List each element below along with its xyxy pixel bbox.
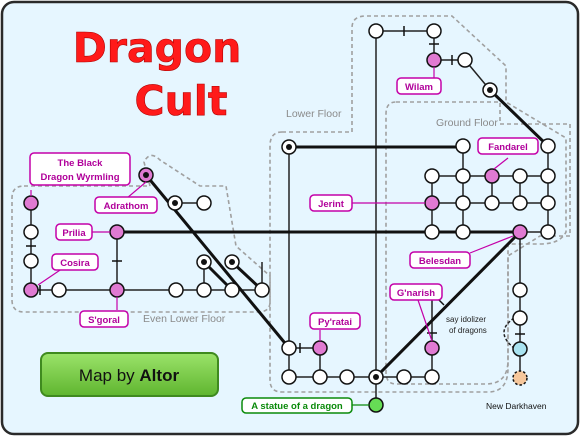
room[interactable] — [196, 195, 212, 211]
room-fandarel[interactable] — [484, 168, 500, 184]
stairs-dot — [143, 172, 149, 178]
room-wilam[interactable] — [426, 52, 442, 68]
statue-label-box — [241, 397, 353, 414]
room[interactable] — [424, 224, 440, 240]
room[interactable] — [51, 282, 67, 298]
note-idolizer-line1: say idolizer — [446, 315, 486, 324]
lower-floor-outline — [269, 15, 567, 393]
rooms — [23, 23, 556, 413]
place-new-darkhaven: New Darkhaven — [486, 401, 547, 411]
room[interactable] — [455, 224, 471, 240]
stairs-dot — [229, 259, 235, 265]
room[interactable] — [339, 369, 355, 385]
note-idolizer-line2: of dragons — [449, 326, 487, 335]
stairs-dot — [286, 144, 292, 150]
label-cosira: Cosira — [60, 258, 90, 269]
room[interactable] — [426, 23, 442, 39]
room[interactable] — [512, 168, 528, 184]
label-gnarish: G'narish — [397, 288, 435, 299]
stairs-dot — [172, 200, 178, 206]
room[interactable] — [512, 282, 528, 298]
map-title-line1: Dragon — [73, 24, 242, 72]
stairs-dot — [201, 259, 207, 265]
label-fandarel: Fandarel — [488, 142, 528, 153]
room[interactable] — [455, 138, 471, 154]
room[interactable] — [540, 224, 556, 240]
map-credit-button[interactable]: Map by Altor — [40, 352, 219, 397]
label-prilia: Prilia — [62, 228, 86, 239]
room[interactable] — [23, 224, 39, 240]
label-belesdan: Belesdan — [419, 256, 461, 267]
room[interactable] — [281, 369, 297, 385]
room-prilia[interactable] — [109, 224, 125, 240]
credit-author: Altor — [139, 366, 179, 385]
label-statue: A statue of a dragon — [251, 401, 343, 412]
room[interactable] — [540, 138, 556, 154]
label-jerint: Jerint — [318, 199, 345, 210]
stairs-dot — [373, 374, 379, 380]
room[interactable] — [312, 369, 328, 385]
svg-text:Map by Altor: Map by Altor — [79, 366, 180, 385]
label-black-dragon-line2: Dragon Wyrmling — [41, 172, 120, 183]
room[interactable] — [455, 168, 471, 184]
room[interactable] — [424, 369, 440, 385]
room[interactable] — [396, 369, 412, 385]
room-cosira[interactable] — [23, 282, 39, 298]
label-adrathom: Adrathom — [104, 201, 149, 212]
room-pyratai[interactable] — [312, 340, 328, 356]
label-pyratai: Py'ratai — [318, 317, 352, 328]
label-black-dragon-line1: The Black — [58, 158, 104, 169]
room[interactable] — [224, 282, 240, 298]
even-lower-floor-outline — [11, 154, 271, 313]
room[interactable] — [23, 253, 39, 269]
room[interactable] — [457, 52, 473, 68]
stairs-dot — [487, 87, 493, 93]
ground-floor-label: Ground Floor — [436, 117, 498, 129]
ground-floor-outline — [385, 101, 571, 385]
label-sgoral: S'goral — [88, 315, 120, 326]
room[interactable] — [368, 23, 384, 39]
credit-prefix: Map by — [79, 366, 139, 385]
even-lower-floor-label: Even Lower Floor — [143, 313, 226, 325]
map-title-line2: Cult — [135, 77, 228, 125]
room[interactable] — [168, 282, 184, 298]
room[interactable] — [512, 310, 528, 326]
room[interactable] — [455, 195, 471, 211]
room[interactable] — [196, 282, 212, 298]
room-statue[interactable] — [368, 397, 384, 413]
room[interactable] — [424, 168, 440, 184]
room-jerint[interactable] — [424, 195, 440, 211]
room[interactable] — [540, 195, 556, 211]
room-exit[interactable] — [512, 341, 528, 357]
room-new-darkhaven[interactable] — [512, 370, 528, 386]
room[interactable] — [512, 195, 528, 211]
room-belesdan[interactable] — [512, 224, 528, 240]
room[interactable] — [281, 340, 297, 356]
room[interactable] — [540, 168, 556, 184]
room-sgoral[interactable] — [109, 282, 125, 298]
label-wilam: Wilam — [405, 82, 433, 93]
room[interactable] — [254, 282, 270, 298]
area-outlines — [11, 15, 571, 393]
room-black-dragon[interactable] — [23, 195, 39, 211]
lower-floor-label: Lower Floor — [286, 108, 342, 120]
room[interactable] — [484, 195, 500, 211]
room-gnarish[interactable] — [424, 340, 440, 356]
npc-labels: The Black Dragon Wyrmling Adrathom Prili… — [29, 77, 539, 330]
